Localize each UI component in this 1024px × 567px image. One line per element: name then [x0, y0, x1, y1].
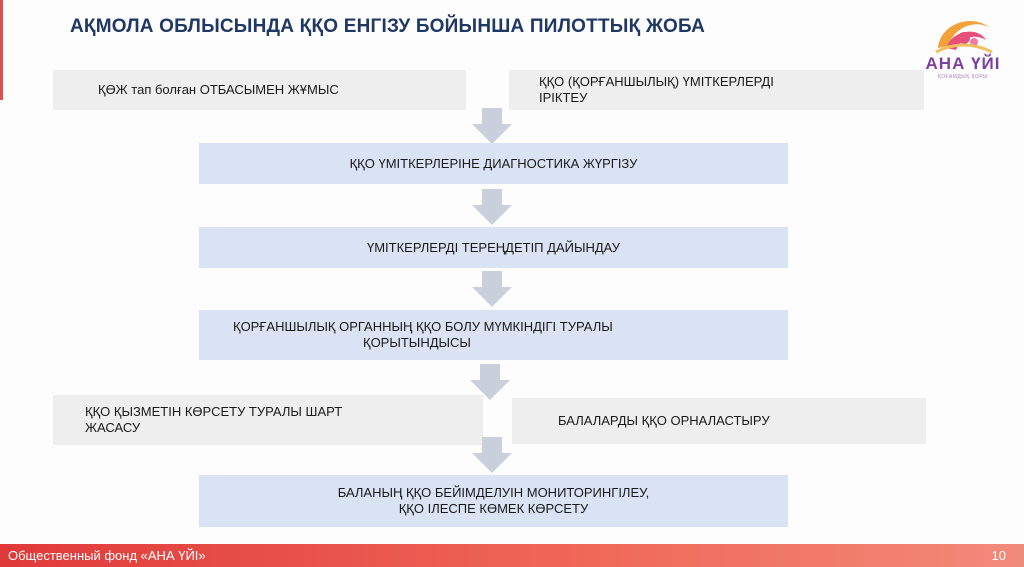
down-arrow-icon: [472, 271, 512, 307]
footer-org: Общественный фонд «АНА ҮЙІ»: [8, 548, 206, 563]
box-monitoring-line2: ҚҚО ІЛЕСПЕ КӨМЕК КӨРСЕТУ: [398, 501, 589, 516]
box-conclusion-line1: ҚОРҒАНШЫЛЫҚ ОРГАННЫҢ ҚҚО БОЛУ МҮМКІНДІГІ…: [233, 319, 613, 334]
box-training-label: ҮМІТКЕРЛЕРДІ ТЕРЕҢДЕТІП ДАЙЫНДАУ: [366, 239, 621, 255]
box-select-candidates: ҚҚО (ҚОРҒАНШЫЛЫҚ) ҮМІТКЕРЛЕРДІ ІРІКТЕУ: [509, 70, 924, 110]
box-contract-line1: ҚҚО ҚЫЗМЕТІН КӨРСЕТУ ТУРАЛЫ ШАРТ: [85, 404, 343, 419]
down-arrow-icon: [470, 364, 510, 400]
logo-emblem-icon: [935, 20, 993, 54]
box-placement: БАЛАЛАРДЫ ҚҚО ОРНАЛАСТЫРУ: [512, 398, 926, 444]
box-diagnostics-label: ҚҚО ҮМІТКЕРЛЕРІНЕ ДИАГНОСТИКА ЖҮРГІЗУ: [349, 155, 638, 171]
box-conclusion-line2: ҚОРЫТЫНДЫСЫ: [363, 335, 471, 350]
down-arrow-icon: [472, 108, 512, 144]
box-contract: ҚҚО ҚЫЗМЕТІН КӨРСЕТУ ТУРАЛЫ ШАРТ ЖАСАСУ: [53, 395, 483, 445]
logo-name: АНА ҮЙІ: [925, 54, 1001, 73]
box-conclusion: ҚОРҒАНШЫЛЫҚ ОРГАННЫҢ ҚҚО БОЛУ МҮМКІНДІГІ…: [199, 310, 788, 360]
left-accent-bar: [0, 0, 3, 100]
down-arrow-icon: [472, 437, 512, 473]
box-monitoring: БАЛАНЫҢ ҚҚО БЕЙІМДЕЛУІН МОНИТОРИНГІЛЕУ, …: [199, 475, 788, 527]
footer-bar: Общественный фонд «АНА ҮЙІ» 10: [0, 544, 1024, 567]
page-number: 10: [991, 548, 1006, 563]
box-training: ҮМІТКЕРЛЕРДІ ТЕРЕҢДЕТІП ДАЙЫНДАУ: [199, 227, 788, 268]
slide-title: АҚМОЛА ОБЛЫСЫНДА ҚҚО ЕНГІЗУ БОЙЫНША ПИЛО…: [70, 16, 706, 37]
box-placement-label: БАЛАЛАРДЫ ҚҚО ОРНАЛАСТЫРУ: [558, 413, 770, 428]
logo: АНА ҮЙІ ҚОҒАМДЫҚ ҚОРЫ: [918, 8, 1008, 88]
box-work-with-family-label: ҚӨЖ тап болған ОТБАСЫМЕН ЖҰМЫС: [98, 82, 339, 97]
box-work-with-family: ҚӨЖ тап болған ОТБАСЫМЕН ЖҰМЫС: [53, 70, 466, 110]
down-arrow-icon: [472, 189, 512, 225]
box-diagnostics: ҚҚО ҮМІТКЕРЛЕРІНЕ ДИАГНОСТИКА ЖҮРГІЗУ: [199, 143, 788, 184]
box-monitoring-line1: БАЛАНЫҢ ҚҚО БЕЙІМДЕЛУІН МОНИТОРИНГІЛЕУ,: [337, 485, 650, 500]
box-contract-line2: ЖАСАСУ: [85, 420, 141, 435]
box-select-candidates-line2: ІРІКТЕУ: [539, 90, 588, 105]
box-select-candidates-line1: ҚҚО (ҚОРҒАНШЫЛЫҚ) ҮМІТКЕРЛЕРДІ: [539, 74, 774, 89]
logo-subtitle: ҚОҒАМДЫҚ ҚОРЫ: [937, 74, 989, 80]
